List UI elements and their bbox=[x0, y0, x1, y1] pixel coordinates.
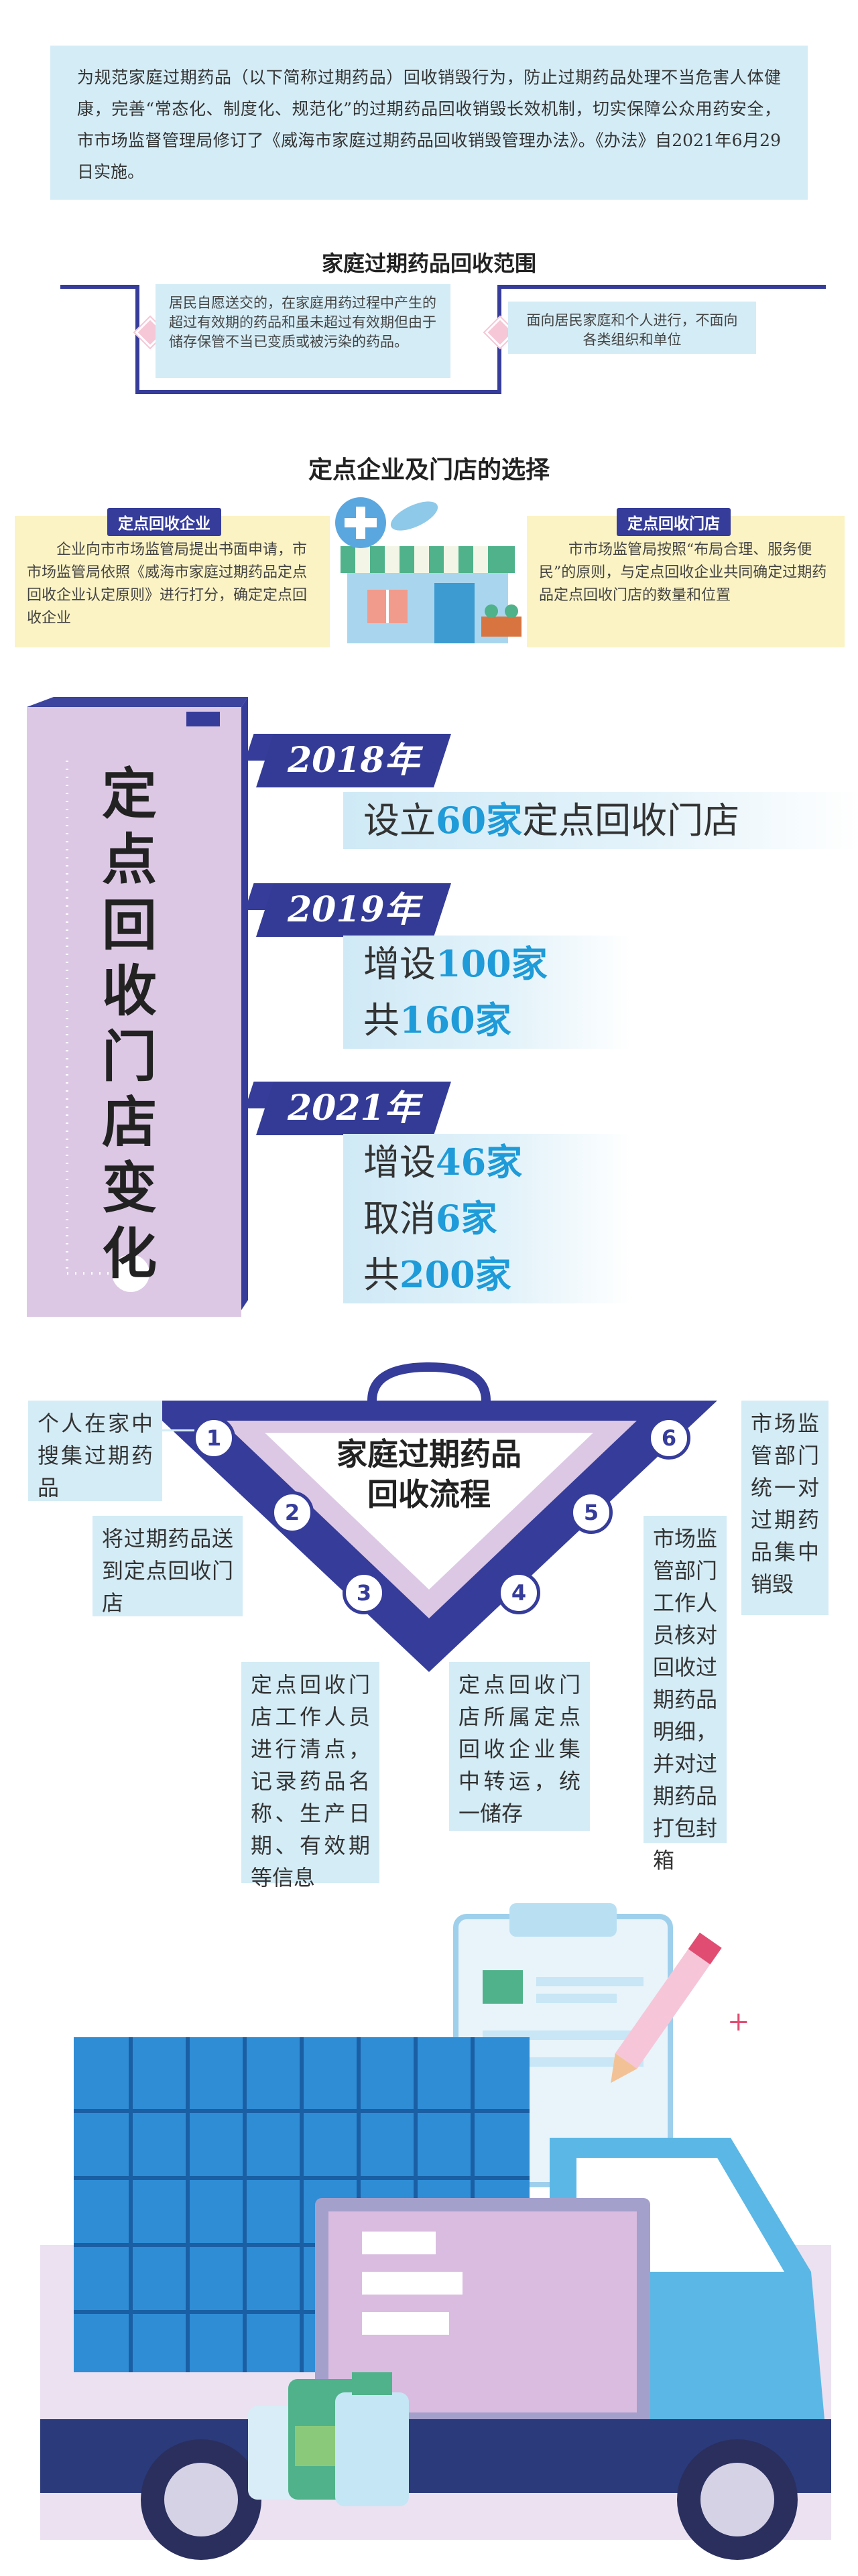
scope-right-text: 面向居民家庭和个人进行，不面向各类组织和单位 bbox=[508, 302, 756, 354]
intro-paragraph: 为规范家庭过期药品（以下简称过期药品）回收销毁行为，防止过期药品处理不当危害人体… bbox=[50, 46, 808, 200]
step-box-6: 市场监管部门统一对过期药品集中销毁 bbox=[741, 1401, 829, 1615]
step-number-3: 3 bbox=[343, 1571, 385, 1614]
step-box-2: 将过期药品送到定点回收门店 bbox=[93, 1516, 243, 1616]
process-title-line2: 回收流程 bbox=[367, 1476, 491, 1512]
recycling-truck-illustration: + bbox=[40, 1903, 831, 2560]
stat-2019-line-2: 共160家 bbox=[343, 992, 631, 1049]
svg-text:+: + bbox=[727, 2006, 750, 2037]
process-triangle bbox=[141, 1362, 717, 1672]
process-title: 家庭过期药品 回收流程 bbox=[295, 1434, 563, 1515]
step-box-4: 定点回收门店所属定点回收企业集中转运，统一储存 bbox=[449, 1662, 590, 1831]
selection-right-tag: 定点回收门店 bbox=[617, 508, 731, 536]
step-number-4: 4 bbox=[497, 1571, 540, 1614]
selection-title: 定点企业及门店的选择 bbox=[308, 456, 550, 484]
year-label-2018: 2018年 bbox=[288, 740, 420, 781]
year-tag-2019: 2019年 bbox=[256, 883, 451, 937]
stat-2019-line-1: 增设100家 bbox=[343, 936, 631, 992]
year-tag-2021: 2021年 bbox=[256, 1082, 451, 1135]
stat-2018-line-1: 设立60家定点回收门店 bbox=[343, 792, 858, 849]
step-number-1: 1 bbox=[192, 1417, 235, 1460]
scope-left-text: 居民自愿送交的，在家庭用药过程中产生的超过有效期的药品和虽未超过有效期但由于储存… bbox=[156, 284, 450, 378]
year-label-2019: 2019年 bbox=[288, 889, 420, 930]
year-label-2021: 2021年 bbox=[288, 1088, 420, 1129]
step-box-3: 定点回收门店工作人员进行清点，记录药品名称、生产日期、有效期等信息 bbox=[241, 1662, 379, 1890]
step-box-5: 市场监管部门工作人员核对回收过期药品明细，并对过期药品打包封箱 bbox=[644, 1516, 727, 1873]
scope-title: 家庭过期药品回收范围 bbox=[321, 251, 536, 276]
store-changes-title: 定点回收门店变化 bbox=[101, 762, 157, 1286]
scope-bracket-lines bbox=[60, 285, 826, 394]
step-box-1: 个人在家中搜集过期药品 bbox=[28, 1401, 162, 1501]
stat-2021-line-1: 增设46家 bbox=[343, 1134, 631, 1191]
selection-left-text: 企业向市市场监管局提出书面申请，市市场监管局依照《威海市家庭过期药品定点回收企业… bbox=[15, 516, 330, 647]
year-tag-2018: 2018年 bbox=[256, 734, 451, 787]
selection-right-text: 市市场监管局按照“布局合理、服务便民”的原则，与定点回收企业共同确定过期药品定点… bbox=[527, 516, 845, 647]
process-title-line1: 家庭过期药品 bbox=[336, 1436, 522, 1472]
stat-2021-line-3: 共200家 bbox=[343, 1246, 631, 1303]
selection-left-tag: 定点回收企业 bbox=[107, 508, 221, 536]
store-changes-box bbox=[27, 697, 248, 1317]
step-number-5: 5 bbox=[570, 1491, 613, 1534]
stat-2021-line-2: 取消6家 bbox=[343, 1190, 631, 1247]
step-number-2: 2 bbox=[271, 1491, 314, 1534]
pharmacy-store-icon bbox=[335, 497, 522, 643]
step-number-6: 6 bbox=[648, 1417, 690, 1460]
